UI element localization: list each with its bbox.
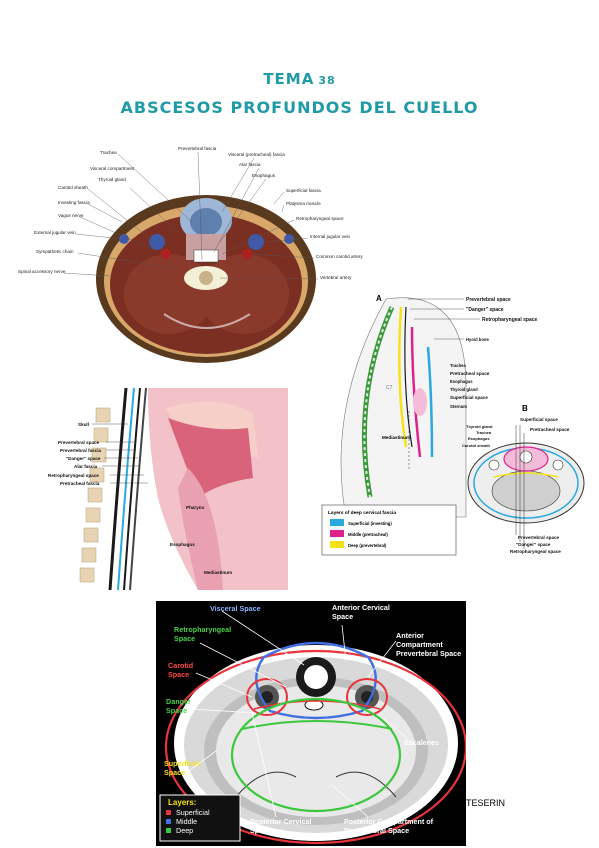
label-prevertebral-fascia: Prevertebral fascia (178, 146, 217, 151)
layers-swatch-deep (166, 828, 171, 833)
label-superficial-fascia: Superficial fascia (286, 188, 321, 193)
layers-title: Layers: (168, 798, 196, 807)
label-retropharyngeal-space: Retropharyngeal space (48, 473, 99, 478)
layers-middle: Middle (176, 817, 197, 826)
layers-deep: Deep (176, 826, 193, 835)
legend-swatch-superficial (330, 519, 344, 526)
label-sternum: Sternum (450, 404, 467, 409)
label-sympathetic-chain: Sympathetic chain (36, 249, 74, 254)
legend-title: Layers of deep cervical fascia (328, 510, 396, 516)
label-vagus-nerve: Vagus nerve (58, 213, 84, 218)
page-subtitle: ABSCESOS PROFUNDOS DEL CUELLO (120, 98, 479, 117)
label-b-esophagus: Esophagus (468, 436, 490, 441)
label-thyroid-gland: Thyroid gland (98, 177, 126, 182)
label-retropharyngeal-space: Retropharyngeal Space (174, 625, 232, 643)
label-trachea: Trachea (450, 363, 467, 368)
legend-deep: Deep (prevertebral) (348, 543, 387, 548)
label-platysma-muscle: Platysma muscle (286, 201, 321, 206)
label-visceral-space: Visceral Space (210, 604, 261, 613)
figure-fascia-schematic: A C7 Mediastinum Prevertebral space "Dan… (316, 287, 598, 557)
label-b-thyroid-gland: Thyroid gland (466, 424, 493, 429)
label-b-prevertebral-space: Prevertebral space (518, 535, 560, 540)
label-internal-jugular-vein: Internal jugular vein (310, 234, 351, 239)
label-b-superficial-space: Superficial space (520, 417, 558, 422)
tema-number: 38 (318, 74, 336, 87)
label-b-carotid-sheath: Carotid sheath (462, 443, 491, 448)
legend-swatch-middle (330, 530, 344, 537)
footer-text: TESERIN (466, 798, 506, 808)
layers-superficial: Superficial (176, 808, 210, 817)
legend-middle: Middle (pretracheal) (348, 532, 388, 537)
label-spinal-accessory-nerve: Spinal accessory nerve (18, 269, 66, 274)
label-esophagus: Esophagus (252, 173, 276, 178)
label-retropharyngeal-space: Retropharyngeal space (482, 317, 538, 323)
label-anterior-cervical-space: Anterior Cervical Space (332, 603, 390, 621)
label-esophagus: Esophagus (450, 379, 473, 384)
label-superficial-space: Superficial space (450, 395, 488, 400)
layers-legend (159, 794, 241, 842)
label-danger-space: "Danger" space (466, 307, 504, 313)
figure-neck-spaces: Visceral Space Anterior Cervical Space R… (156, 601, 466, 846)
label-prevertebral-space: Prevertebral space (466, 297, 511, 303)
label-posterior-compartment: Posterior Compartment of Prevertebral Sp… (344, 817, 434, 835)
label-b-retropharyngeal-space: Retropharyngeal space (510, 549, 561, 554)
legend-swatch-deep (330, 541, 344, 548)
panel-a-label: A (376, 294, 382, 303)
figure-axial-neck-section: Trachea Visceral compartment Thyroid gla… (14, 142, 370, 382)
label-pretracheal-space: Pretracheal space (450, 371, 490, 376)
label-visceral-pretracheal-fascia: Visceral (pretracheal) fascia (228, 152, 285, 157)
label-pretracheal-fascia: Pretracheal fascia (60, 481, 100, 486)
label-mediastinum: Mediastinum (204, 570, 232, 575)
tema-label: TEMA (263, 70, 315, 88)
layers-swatch-superficial (166, 810, 171, 815)
label-c7: C7 (386, 385, 393, 391)
label-skull: Skull (78, 422, 89, 427)
label-carotid-space: Carotid Space (168, 661, 194, 679)
label-trachea: Trachea (100, 150, 117, 155)
label-b-pretracheal-space: Pretracheal space (530, 427, 570, 432)
label-mediastinum: Mediastinum (382, 435, 410, 440)
label-b-trachea: Trachea (476, 430, 492, 435)
label-thyroid-gland: Thyroid gland (450, 387, 478, 392)
label-esophagus: Esophagus (170, 542, 195, 547)
label-carotid-sheath: Carotid sheath (58, 185, 88, 190)
label-posterior-cervical-space: Posterior Cervical Space (250, 817, 312, 835)
label-common-carotid-artery: Common carotid artery (316, 254, 363, 259)
panel-b-label: B (522, 404, 528, 413)
label-vertebral-artery: Vertebral artery (320, 275, 352, 280)
label-investing-fascia: Investing fascia (58, 200, 90, 205)
label-retropharyngeal-space: Retropharyngeal space (296, 216, 344, 221)
label-prevertebral-space: Prevertebral space (58, 440, 100, 445)
label-external-jugular-vein: External jugular vein (34, 230, 76, 235)
label-danger-space: "Danger" space (66, 456, 101, 461)
legend-superficial: Superficial (investing) (348, 521, 392, 526)
label-escalenes: Escalenes (404, 738, 439, 747)
legend-box (321, 504, 457, 556)
label-anterior-compartment: Anterior Compartment Prevertebral Space (396, 631, 462, 658)
label-pharynx: Pharynx (186, 505, 205, 510)
label-superficial-space: Superficial Space (164, 759, 201, 777)
label-prevertebral-fascia: Prevertebral fascia (60, 448, 102, 453)
label-alar-fascia: Alar fascia (74, 464, 98, 469)
label-hyoid-bone: Hyoid bone (466, 337, 489, 342)
figure-sagittal-neck: Skull Prevertebral space Prevertebral fa… (48, 388, 288, 590)
label-visceral-compartment: Visceral compartment (90, 166, 135, 171)
layers-swatch-middle (166, 819, 171, 824)
label-danger-space: Danger Space (166, 697, 191, 715)
label-b-danger-space: "Danger" space (516, 542, 551, 547)
